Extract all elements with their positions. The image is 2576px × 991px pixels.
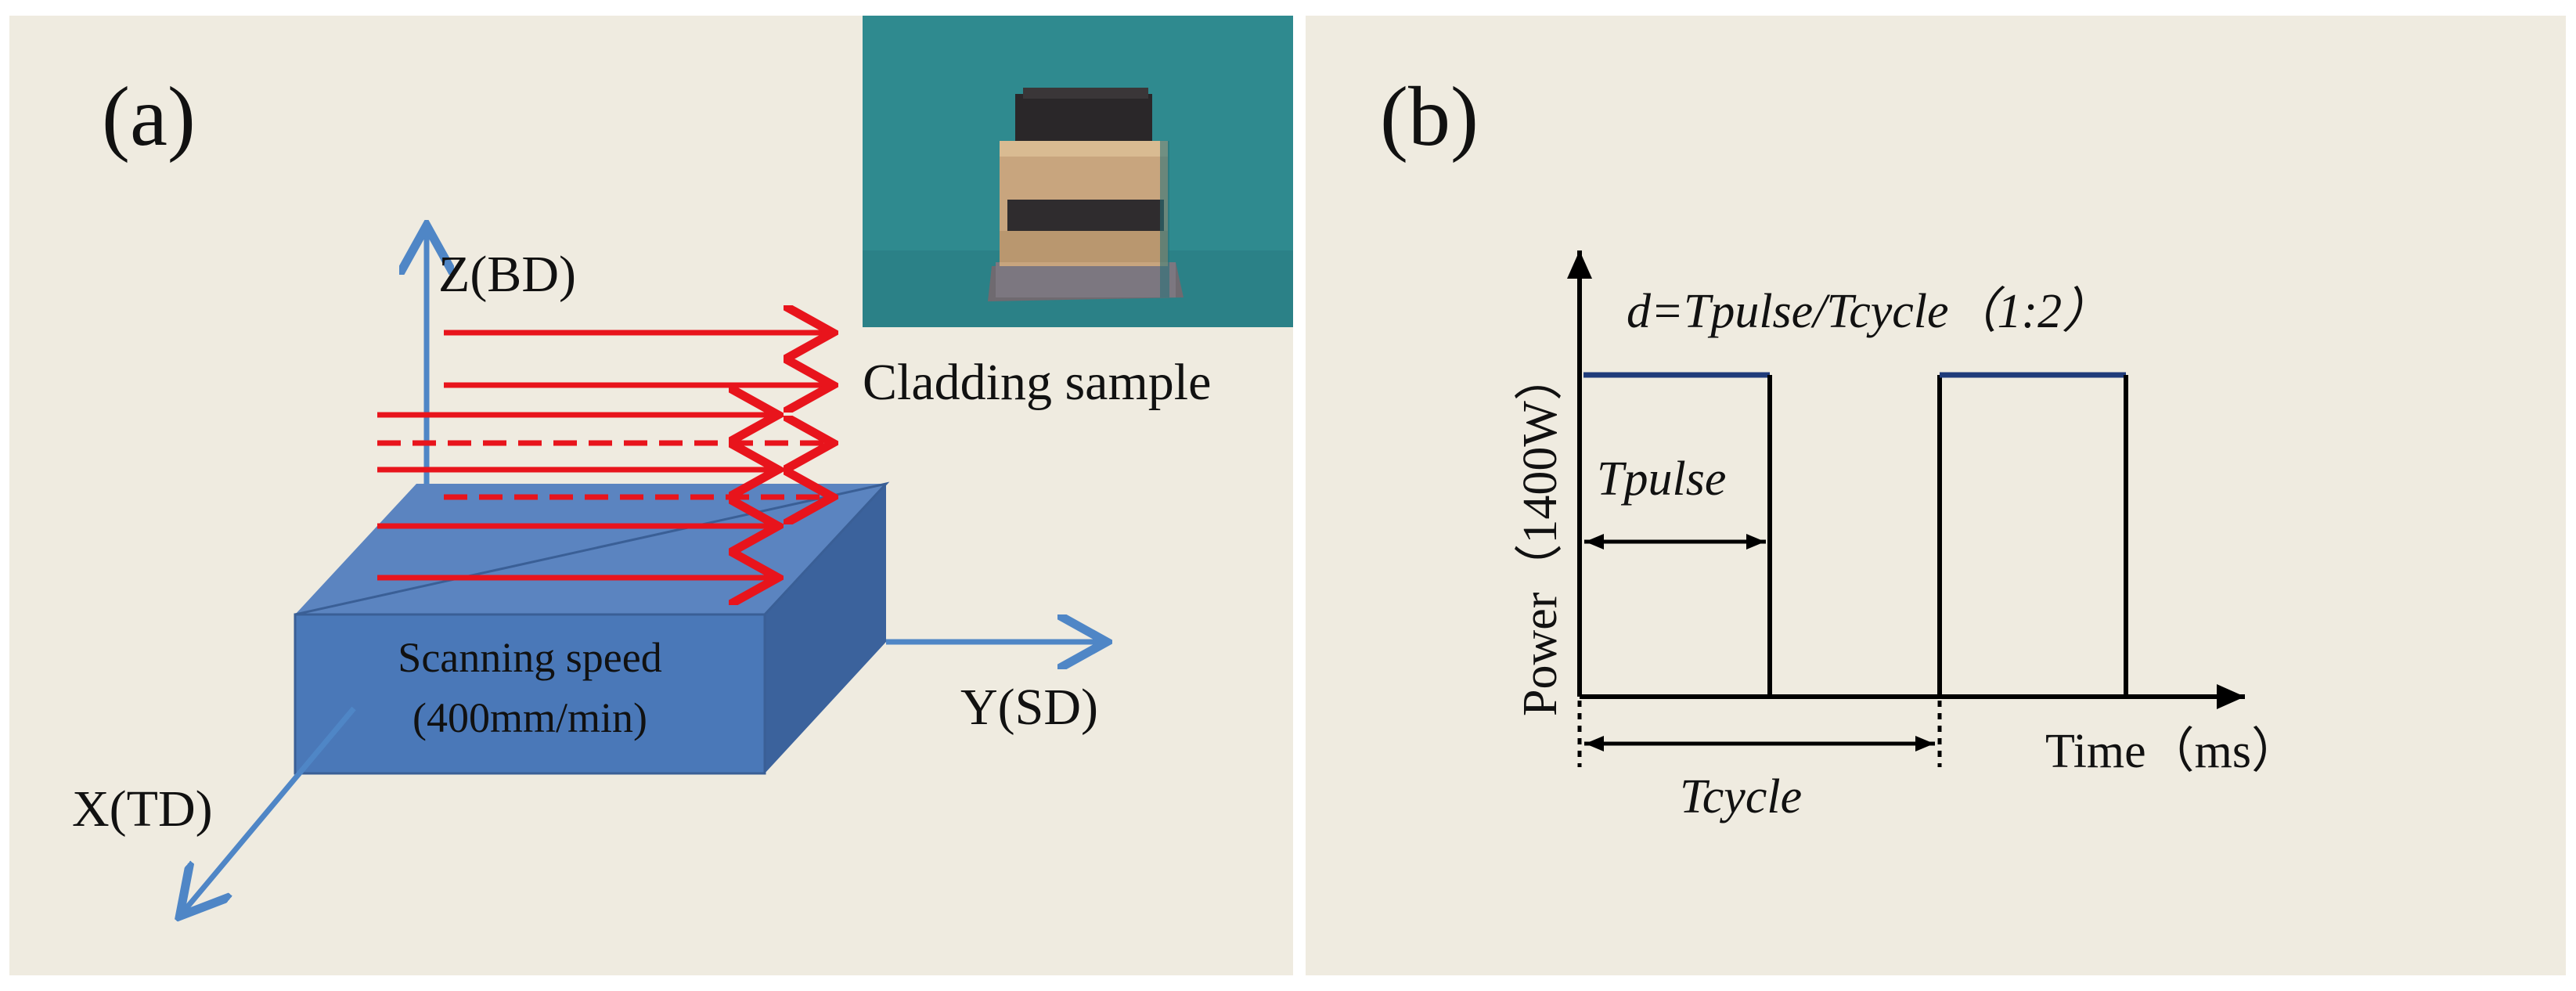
panel-label-a: (a) — [102, 70, 196, 164]
y-axis-label: Y(SD) — [960, 679, 1098, 736]
x-axis-arrow — [183, 706, 356, 912]
panel-a-diagram: (a) Z(BD) Scanning speed (400mm/min) Y(S… — [72, 70, 1211, 975]
block-front-face — [295, 614, 765, 773]
block-side-face — [765, 484, 886, 773]
time-axis-label: Time（ms） — [2045, 725, 2300, 778]
photo-caption: Cladding sample — [863, 354, 1211, 411]
block-text-line2: (400mm/min) — [413, 694, 647, 741]
panel-a: (a) Z(BD) Scanning speed (400mm/min) Y(S… — [9, 16, 1293, 975]
block-text-line1: Scanning speed — [398, 634, 661, 681]
duty-cycle-formula: d=Tpulse/Tcycle（1:2） — [1627, 285, 2110, 338]
panel-b-diagram: (b) d=Tpulse/Tcycle（1:2） Power（1400W） Tp… — [1380, 70, 2300, 823]
cladding-sample-drawing — [863, 16, 1293, 327]
x-axis-label: X(TD) — [72, 780, 213, 838]
z-axis-label: Z(BD) — [438, 246, 576, 303]
power-axis-label: Power（1400W） — [1514, 352, 1567, 716]
cladding-sample-photo — [863, 16, 1293, 327]
panel-b: (b) d=Tpulse/Tcycle（1:2） Power（1400W） Tp… — [1306, 16, 2566, 975]
tcycle-label: Tcycle — [1680, 770, 1802, 823]
panel-label-b: (b) — [1380, 70, 1479, 164]
tpulse-label: Tpulse — [1597, 452, 1726, 506]
